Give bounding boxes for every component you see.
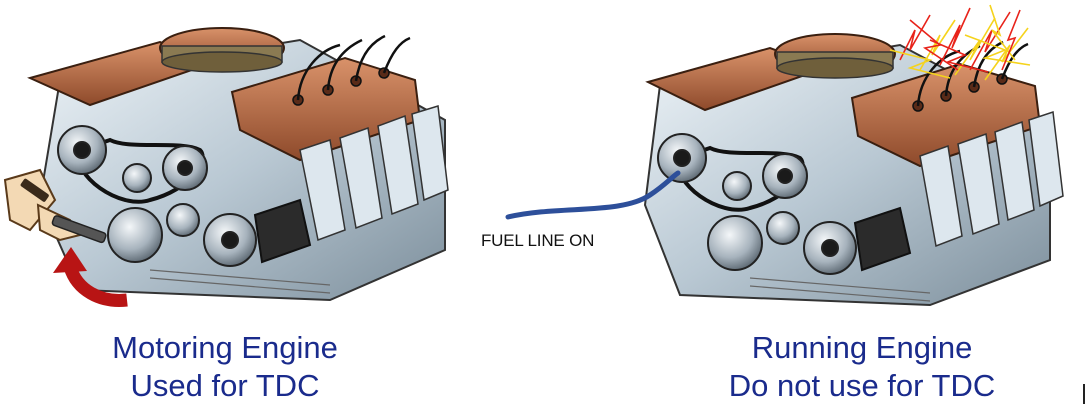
divider [1083,384,1085,404]
ignition-spark-icon [889,4,1031,81]
caption-subtitle: Used for TDC [130,368,320,403]
hand-crank-icon [3,168,107,244]
caption-title: Running Engine [751,330,973,365]
fuel-line-label: FUEL LINE ON [481,231,595,250]
rotation-arrow-icon [53,247,128,307]
caption-subtitle: Do not use for TDC [728,368,996,403]
motoring-engine-illustration [0,0,480,320]
fuel-line-icon [505,170,681,220]
running-engine-caption: Running Engine Do not use for TDC [672,329,1052,405]
motoring-engine-caption: Motoring Engine Used for TDC [40,329,410,405]
running-engine-illustration [630,0,1091,320]
v8-engine-icon [27,27,449,302]
caption-title: Motoring Engine [112,330,338,365]
v8-engine-icon [643,33,1064,307]
